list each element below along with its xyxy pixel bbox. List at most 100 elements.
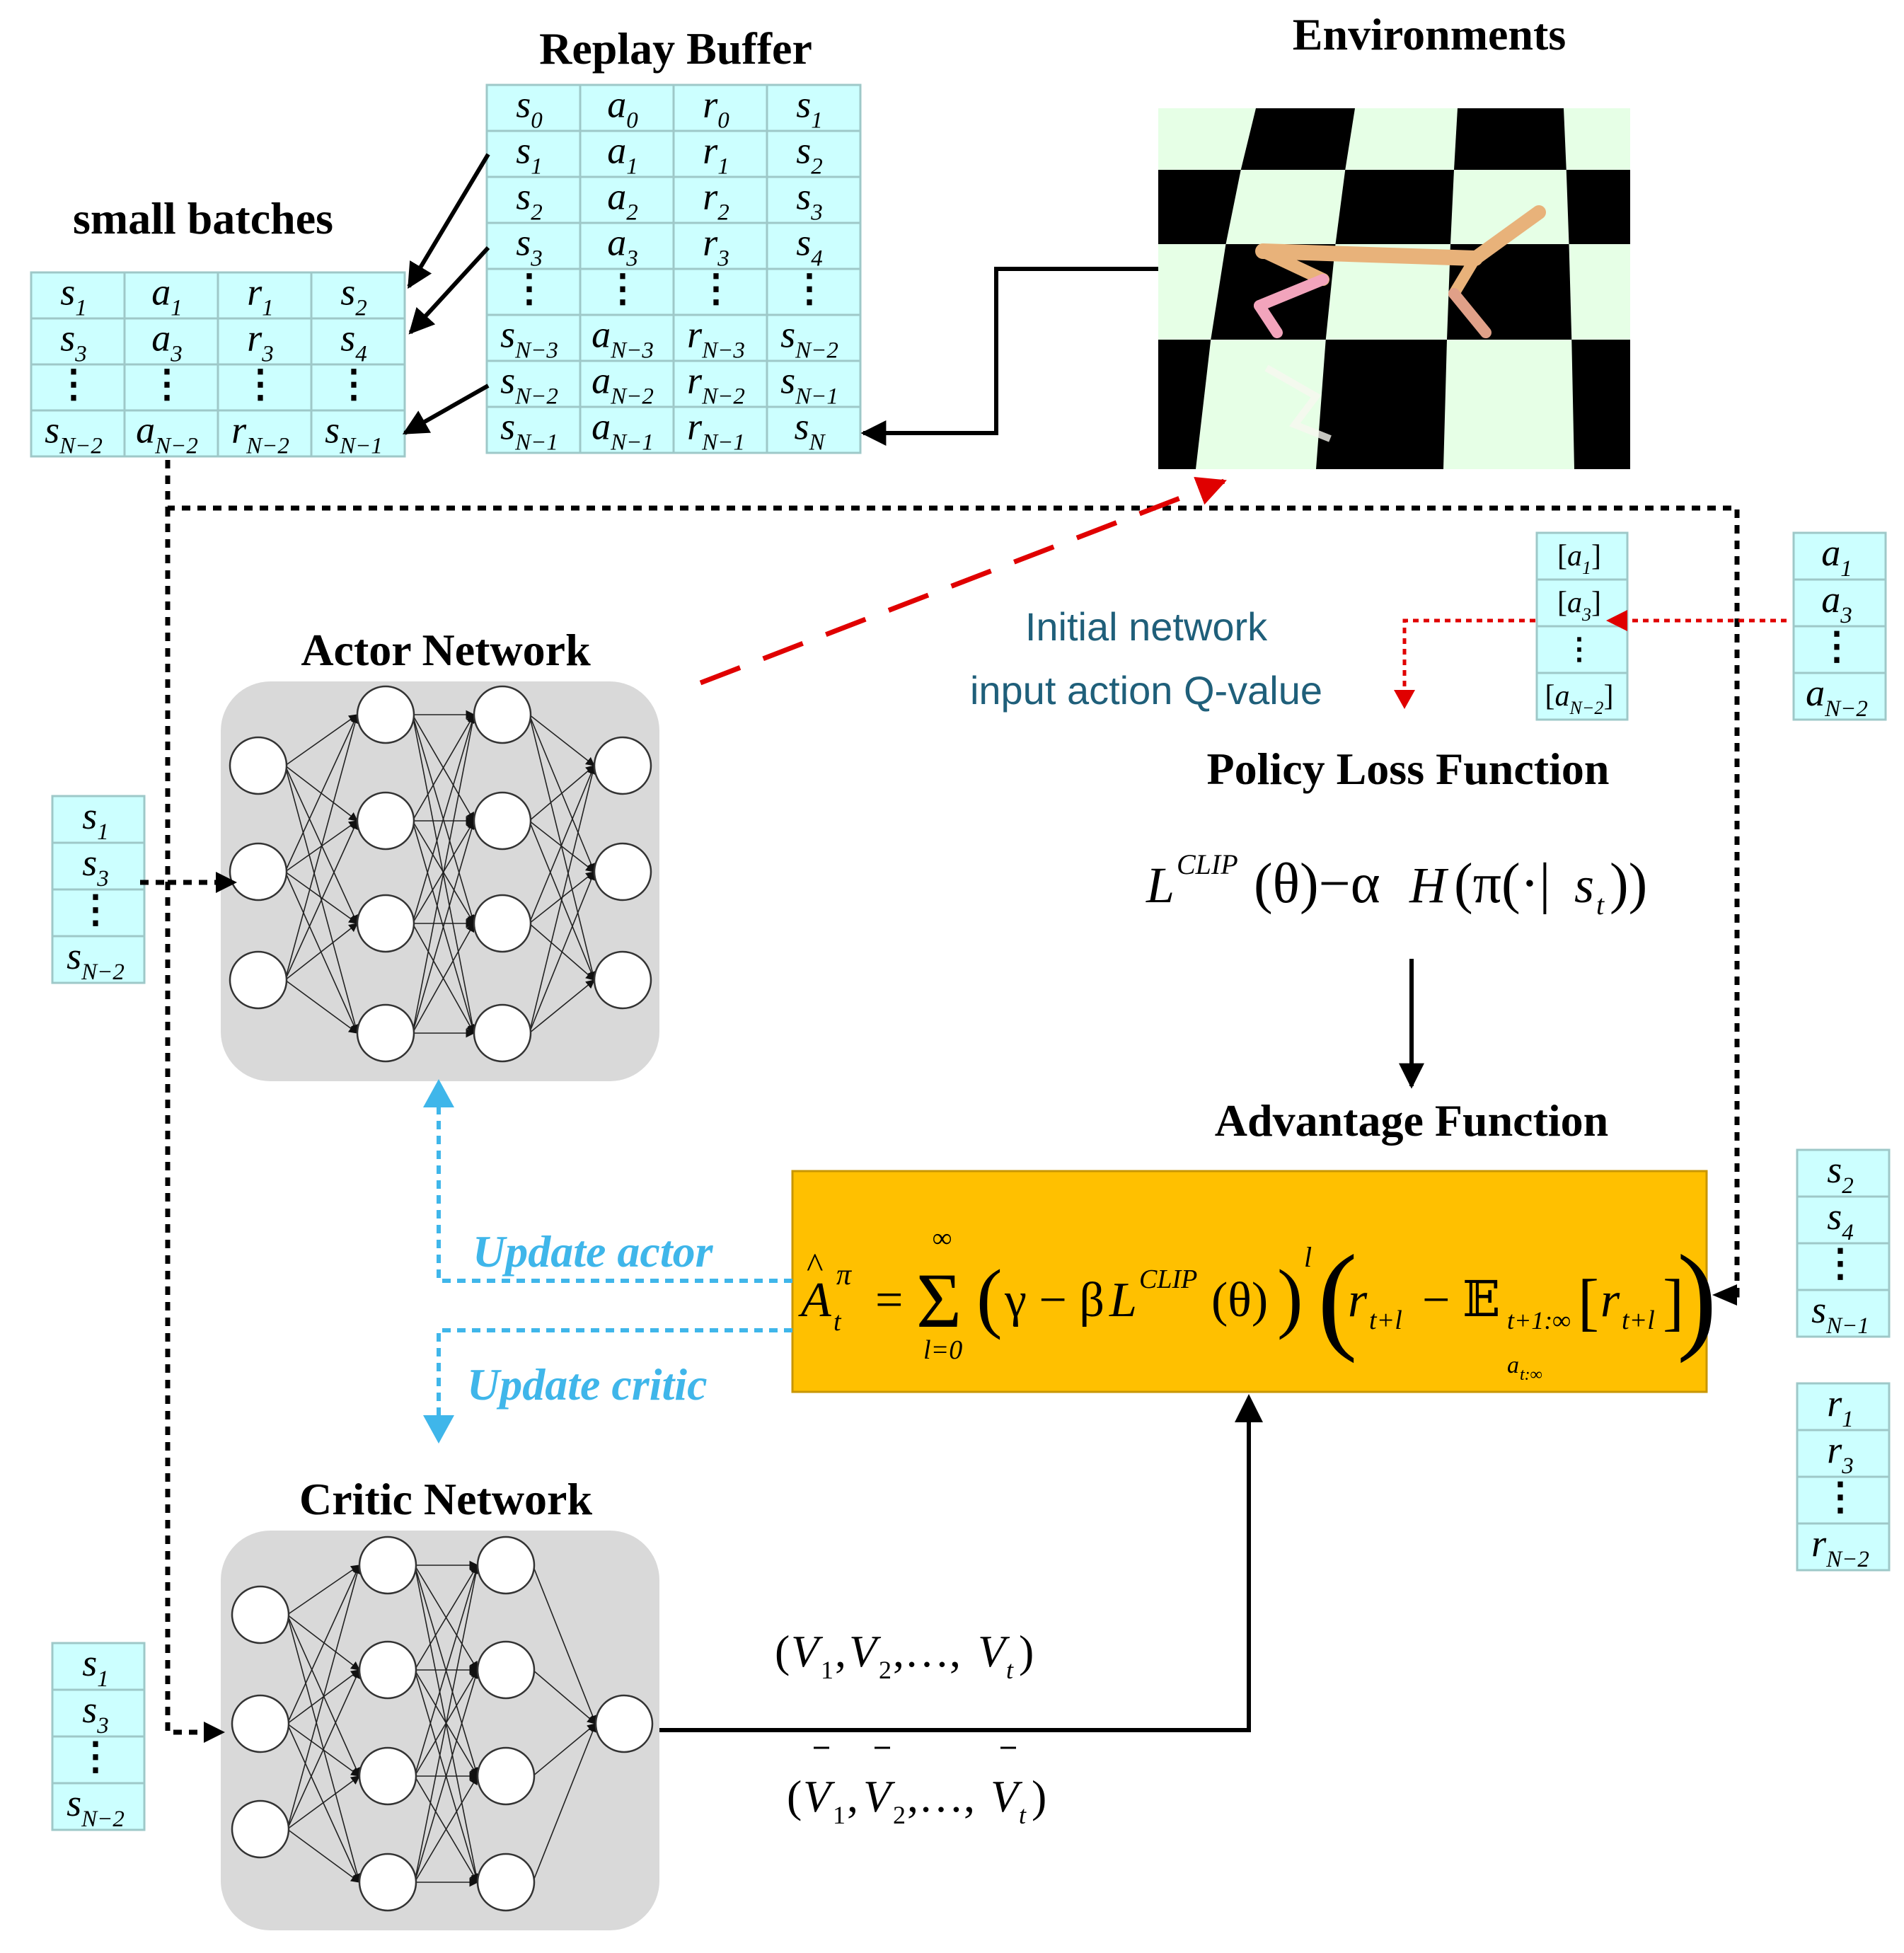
network-edge: [284, 819, 359, 981]
math-token: rN−1: [687, 405, 745, 456]
small-batch-cell: [123, 317, 219, 366]
action-cell: [1792, 672, 1887, 721]
network-edge: [287, 1669, 361, 1830]
math-token: r3: [703, 221, 729, 272]
network-edge: [414, 1564, 481, 1883]
value-tuple: ( V 1 , V 2 ,…, V t ): [775, 1626, 1034, 1684]
actor-network: [221, 681, 659, 1081]
svg-text:2: 2: [893, 1801, 906, 1829]
svg-text:[: [: [1578, 1267, 1599, 1337]
math-token: ⋮: [790, 267, 829, 310]
network-edge: [414, 1564, 480, 1777]
next-state-cell: [1796, 1148, 1891, 1198]
math-token: sN−2: [67, 935, 125, 985]
math-token: s3: [82, 1688, 109, 1739]
actor-to-env-dashed-arrow: [699, 476, 1227, 686]
svg-text:a: a: [1507, 1352, 1519, 1378]
svg-text:π: π: [836, 1259, 852, 1291]
math-token: sN−1: [325, 409, 383, 459]
svg-text:(θ): (θ): [1211, 1273, 1268, 1327]
advantage-input-arrowhead: [1712, 1284, 1737, 1306]
reward-cell: [1796, 1522, 1891, 1572]
checker-square: [1158, 170, 1241, 244]
math-token: sN−1: [1811, 1289, 1869, 1339]
network-edge: [284, 713, 360, 981]
math-token: r1: [1827, 1382, 1854, 1432]
math-token: s1: [60, 271, 87, 321]
advantage-formula-box: [791, 1170, 1708, 1393]
critic-network-title: Critic Network: [299, 1474, 592, 1524]
neuron: [231, 1585, 290, 1644]
svg-text:γ − β: γ − β: [1004, 1273, 1104, 1327]
svg-text:(: (: [976, 1254, 1003, 1340]
svg-text:t: t: [833, 1307, 842, 1337]
critic-state-cell: [51, 1688, 146, 1738]
math-token: ⋮: [1821, 1242, 1859, 1284]
replay-buffer-cell: [766, 175, 862, 224]
math-token: sN−2: [67, 1782, 125, 1832]
bracket-action-cell: [1535, 672, 1629, 721]
critic-state-cell: [51, 1782, 146, 1831]
neuron: [231, 1694, 290, 1753]
actor-state-cell: [51, 888, 146, 938]
math-token: r1: [703, 129, 729, 180]
math-token: ⋮: [335, 363, 373, 405]
actor-state-cell: [51, 795, 146, 844]
replay-buffer-title: Replay Buffer: [539, 23, 812, 74]
network-edge: [414, 1669, 480, 1883]
svg-text:(: (: [787, 1771, 802, 1821]
svg-text:t: t: [1006, 1656, 1014, 1684]
svg-text:,…,: ,…,: [907, 1771, 975, 1821]
math-token: s2: [516, 175, 543, 226]
math-token: [a3]: [1557, 587, 1601, 625]
critic-state-cell: [51, 1642, 146, 1691]
math-token: a3: [151, 317, 183, 367]
math-token: s4: [340, 317, 367, 367]
svg-text:,: ,: [847, 1771, 858, 1821]
neuron: [358, 1853, 417, 1912]
svg-text:t+l: t+l: [1622, 1306, 1655, 1335]
checker-square: [1158, 340, 1211, 469]
network-edge: [284, 871, 359, 924]
math-token: s2: [796, 129, 823, 180]
svg-text:]: ]: [1663, 1267, 1684, 1337]
math-token: a1: [151, 271, 183, 321]
svg-text:): ): [1019, 1626, 1034, 1676]
update-actor-label: Update actor: [473, 1226, 714, 1277]
network-edge: [412, 922, 475, 1034]
math-token: r3: [247, 317, 274, 367]
network-edge: [412, 819, 476, 1034]
neuron: [473, 1003, 532, 1063]
action-cell: [1792, 531, 1887, 581]
svg-text:1: 1: [821, 1656, 833, 1684]
svg-text:,: ,: [835, 1626, 846, 1676]
update-actor-arrowhead: [423, 1079, 454, 1107]
math-token: s1: [82, 795, 109, 845]
network-edge: [529, 765, 595, 822]
svg-text:): ): [1277, 1254, 1303, 1340]
neuron: [473, 894, 532, 953]
neuron: [473, 685, 532, 744]
bracket-action-column: [a1][a3]⋮[aN−2]: [1535, 531, 1629, 721]
math-token: s4: [1827, 1195, 1854, 1245]
neuron: [593, 842, 652, 901]
small-batch-cell: [310, 409, 406, 458]
next-state-cell: [1796, 1242, 1891, 1291]
math-token: s1: [516, 129, 543, 180]
math-token: [aN−2]: [1545, 680, 1614, 718]
actor-network-title: Actor Network: [301, 625, 591, 675]
math-token: sN: [794, 405, 826, 456]
network-edge: [287, 1564, 361, 1724]
svg-text:− 𝔼: − 𝔼: [1422, 1273, 1500, 1327]
replay-buffer-cell: [485, 83, 582, 132]
math-token: s1: [82, 1642, 109, 1692]
math-token: aN−1: [592, 405, 654, 456]
math-token: ⋮: [1818, 625, 1856, 667]
svg-text:V: V: [863, 1771, 896, 1821]
math-token: rN−3: [687, 313, 745, 364]
